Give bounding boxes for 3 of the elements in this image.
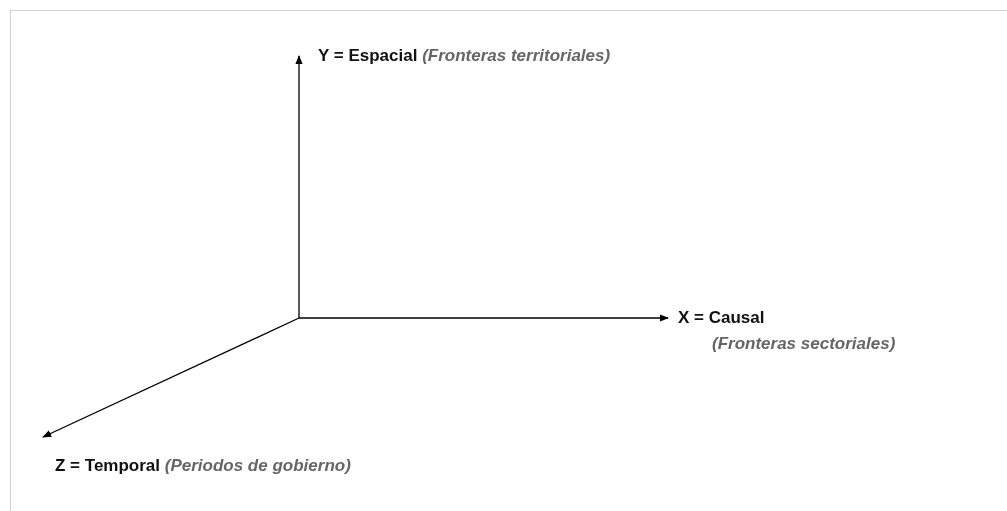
axis-label: X = Causal (Fronteras sectoriales) <box>678 308 896 354</box>
axis-label: Y = Espacial (Fronteras territoriales) <box>318 46 611 66</box>
axis-label: Z = Temporal (Periodos de gobierno) <box>55 456 351 476</box>
